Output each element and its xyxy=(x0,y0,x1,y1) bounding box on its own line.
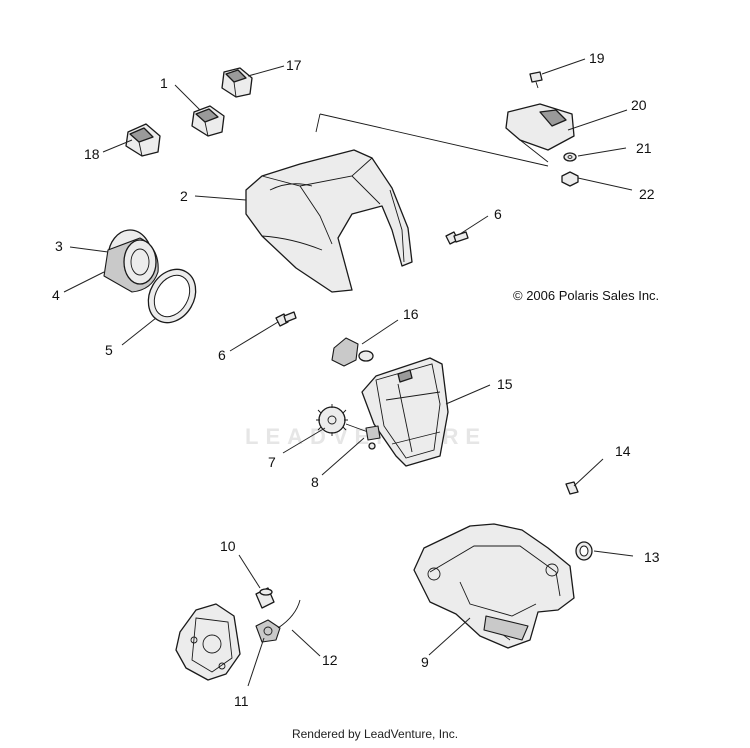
part-20-bracket xyxy=(315,103,575,167)
callout-6-upper: 6 xyxy=(494,206,502,222)
callout-7: 7 xyxy=(268,454,276,470)
part-1-switch xyxy=(191,105,225,137)
part-9-lower-housing xyxy=(413,523,575,649)
part-12-wire xyxy=(277,599,301,629)
callout-21: 21 xyxy=(636,140,652,156)
part-22-nut xyxy=(561,171,579,187)
callout-20: 20 xyxy=(631,97,647,113)
callout-11: 11 xyxy=(234,693,249,709)
callout-4: 4 xyxy=(52,287,60,303)
callout-14: 14 xyxy=(615,443,631,459)
copyright-notice: © 2006 Polaris Sales Inc. xyxy=(513,288,660,303)
part-3-4-grommet xyxy=(103,229,159,293)
callout-3: 3 xyxy=(55,238,63,254)
callout-12: 12 xyxy=(322,652,338,668)
callout-2: 2 xyxy=(180,188,188,204)
part-6-bolt-upper xyxy=(445,231,469,245)
part-15-headlight xyxy=(361,357,449,467)
callout-18: 18 xyxy=(84,146,100,162)
part-19-screw xyxy=(529,71,543,89)
callout-6-lower: 6 xyxy=(218,347,226,363)
part-6-bolt-lower xyxy=(275,311,297,327)
footer-credit: Rendered by LeadVenture, Inc. xyxy=(291,727,459,741)
callout-8: 8 xyxy=(311,474,319,490)
callout-22: 22 xyxy=(639,186,655,202)
callout-17: 17 xyxy=(286,57,302,73)
part-18-switch xyxy=(125,123,161,157)
callouts: 1 17 18 19 20 21 22 2 6 3 4 5 6 16 15 7 … xyxy=(52,50,660,709)
part-2-upper-hood xyxy=(245,149,413,293)
part-8-screw xyxy=(345,423,381,450)
callout-10: 10 xyxy=(220,538,236,554)
callout-16: 16 xyxy=(403,306,419,322)
part-13-ring xyxy=(575,541,593,561)
part-11-socket xyxy=(255,619,281,643)
callout-15: 15 xyxy=(497,376,513,392)
leader-lines xyxy=(63,58,634,687)
callout-19: 19 xyxy=(589,50,605,66)
part-10-plug xyxy=(255,587,275,609)
part-5-ring xyxy=(147,268,197,324)
callout-9: 9 xyxy=(421,654,429,670)
lamp-assembly xyxy=(175,603,241,681)
callout-5: 5 xyxy=(105,342,113,358)
part-17-switch xyxy=(221,67,253,98)
callout-13: 13 xyxy=(644,549,660,565)
part-16-bulb-socket xyxy=(331,337,374,367)
part-21-washer xyxy=(563,152,577,162)
callout-1: 1 xyxy=(160,75,168,91)
part-7-gear xyxy=(316,404,348,436)
